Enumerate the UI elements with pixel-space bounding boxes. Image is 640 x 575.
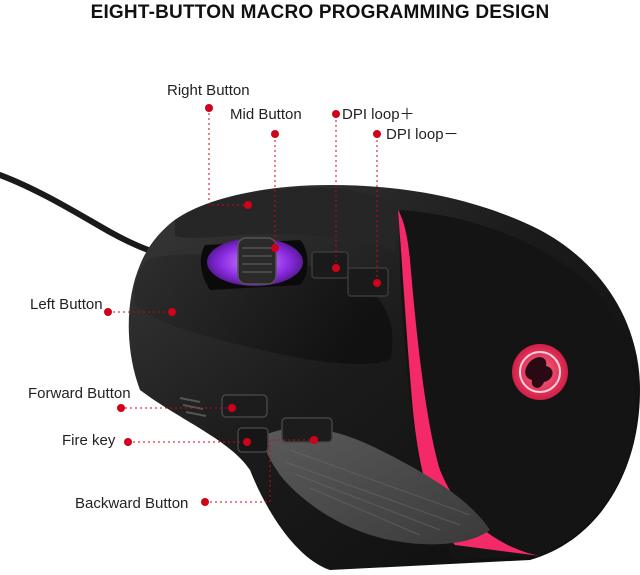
label-mid-button: Mid Button <box>230 106 302 123</box>
label-left-button: Left Button <box>30 296 103 313</box>
left-button-label-dot <box>104 308 112 316</box>
label-dpi-minus: DPI loop－ <box>386 126 459 143</box>
label-fire-key: Fire key <box>62 432 116 449</box>
page-title: EIGHT-BUTTON MACRO PROGRAMMING DESIGN <box>90 2 550 23</box>
dpi-plus-label-dot <box>332 110 340 118</box>
fire-key-label-dot <box>124 438 132 446</box>
dpi-plus-target-dot <box>332 264 340 272</box>
label-dpi-plus: DPI loop＋ <box>342 106 415 123</box>
mouse-cable <box>0 172 171 259</box>
dpi-plus-button <box>311 251 349 279</box>
label-forward-button: Forward Button <box>28 385 131 402</box>
forward-button-target-dot <box>228 404 236 412</box>
fire-key-target-dot <box>243 438 251 446</box>
forward-button-label-dot <box>117 404 125 412</box>
left-button-shell <box>134 254 393 365</box>
rgb-light-strip <box>398 210 540 556</box>
label-right-button: Right Button <box>167 82 250 99</box>
right-button-target-dot <box>244 201 252 209</box>
fire-key-button <box>237 427 269 453</box>
dpi-minus-button <box>347 267 389 297</box>
right-button-label-dot <box>205 104 213 112</box>
backward-button-target-dot <box>310 436 318 444</box>
dpi-minus-target-dot <box>373 279 381 287</box>
label-backward-button: Backward Button <box>75 495 189 512</box>
backward-button-label-dot <box>201 498 209 506</box>
right-button-shell <box>175 187 400 250</box>
dpi-minus-label-dot <box>373 130 381 138</box>
mid-button-target-dot <box>271 244 279 252</box>
mid-button-label-dot <box>271 130 279 138</box>
left-button-target-dot <box>168 308 176 316</box>
mid-button-wheel <box>237 237 277 285</box>
backward-button <box>281 417 333 443</box>
